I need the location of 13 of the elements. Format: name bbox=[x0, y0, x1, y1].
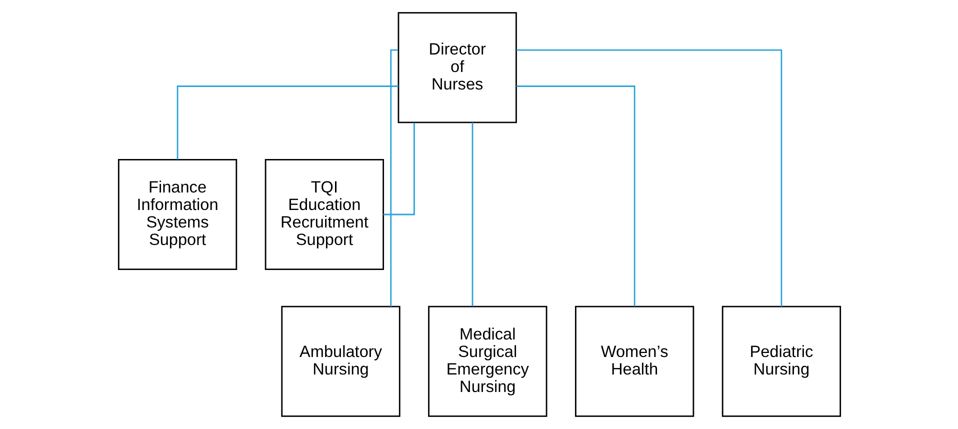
connector bbox=[516, 86, 635, 306]
node-box: Ambulatory Nursing bbox=[280, 306, 400, 417]
node-box: Pediatric Nursing bbox=[721, 306, 841, 417]
connector bbox=[516, 49, 782, 306]
node-box: TQI Education Recruitment Support bbox=[264, 159, 384, 270]
node-box: Finance Information Systems Support bbox=[117, 159, 237, 270]
connector bbox=[382, 122, 414, 216]
node-box: Women’s Health bbox=[574, 306, 694, 417]
node-box: Director of Nurses bbox=[397, 12, 516, 124]
connector bbox=[471, 122, 473, 306]
connector bbox=[390, 49, 398, 306]
node-box: Medical Surgical Emergency Nursing bbox=[428, 306, 547, 417]
connector bbox=[176, 86, 398, 160]
